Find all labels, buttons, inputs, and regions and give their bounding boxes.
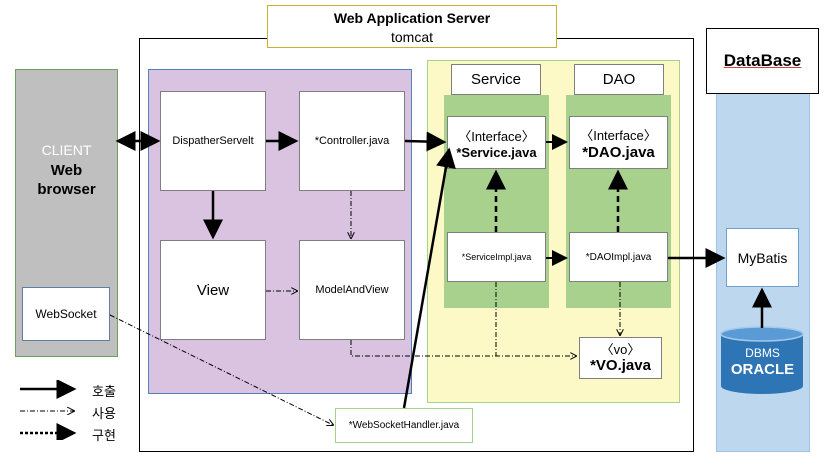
websocket-label: WebSocket (35, 307, 97, 321)
service-interface-box: 〈Interface〉 *Service.java (447, 116, 546, 169)
server-subtitle: tomcat (390, 29, 433, 45)
controller-box: *Controller.java (299, 91, 405, 191)
mybatis-label: MyBatis (737, 249, 788, 266)
websocket-handler-label: *WebSocketHandler.java (348, 420, 460, 431)
service-header-label: Service (470, 71, 522, 88)
controller-label: *Controller.java (314, 135, 390, 147)
view-label: View (196, 281, 230, 299)
oracle-label: ORACLE (730, 361, 795, 378)
vo-box: 〈vo〉 *VO.java (579, 337, 662, 379)
service-interface-file: *Service.java (456, 144, 537, 160)
dispatcher-box: DispatherServelt (160, 91, 266, 191)
model-and-view-label: ModelAndView (315, 284, 389, 296)
controller-service-arrow (404, 131, 447, 152)
legend-lines (20, 380, 77, 440)
service-impl-box: *ServiceImpl.java (447, 232, 546, 282)
legend-call-label: 호출 (92, 384, 116, 399)
websocket-handler-box: *WebSocketHandler.java (335, 408, 473, 443)
dao-impl-box: *DAOImpl.java (569, 232, 668, 282)
database-title-box: DataBase (706, 28, 819, 94)
websocket-box: WebSocket (22, 287, 110, 341)
service-impl-label: *ServiceImpl.java (461, 252, 532, 262)
model-and-view-box: ModelAndView (299, 240, 405, 340)
server-title-box: Web Application Server tomcat (267, 5, 557, 48)
dbms-label: DBMS (745, 346, 780, 360)
dao-interface-box: 〈Interface〉 *DAO.java (569, 116, 668, 169)
mav-vo-use (350, 340, 576, 356)
cylinder-bottom (721, 378, 803, 394)
client-label: CLIENT (41, 142, 92, 158)
dao-header-label: DAO (602, 71, 636, 88)
dao-impl-label: *DAOImpl.java (585, 251, 652, 263)
legend-use-label: 사용 (92, 406, 116, 421)
mybatis-box: MyBatis (726, 228, 799, 287)
legend-implement-label: 구현 (92, 428, 116, 443)
cylinder-body (721, 334, 803, 386)
vo-label: 〈vo〉 (600, 342, 641, 357)
server-title: Web Application Server (333, 10, 491, 26)
service-interface-label: 〈Interface〉 (458, 128, 535, 144)
handler-service-arrow (402, 147, 456, 409)
service-header: Service (451, 64, 541, 95)
websocket-handler-use (109, 314, 333, 425)
vo-file: *VO.java (590, 357, 651, 374)
dispatcher-label: DispatherServelt (172, 135, 254, 147)
dao-header: DAO (574, 64, 664, 95)
dao-interface-label: 〈Interface〉 (580, 127, 657, 143)
view-box: View (160, 240, 266, 340)
dao-interface-file: *DAO.java (582, 143, 655, 161)
database-title: DataBase (723, 51, 802, 70)
client-browser-label: Web browser (37, 162, 96, 198)
